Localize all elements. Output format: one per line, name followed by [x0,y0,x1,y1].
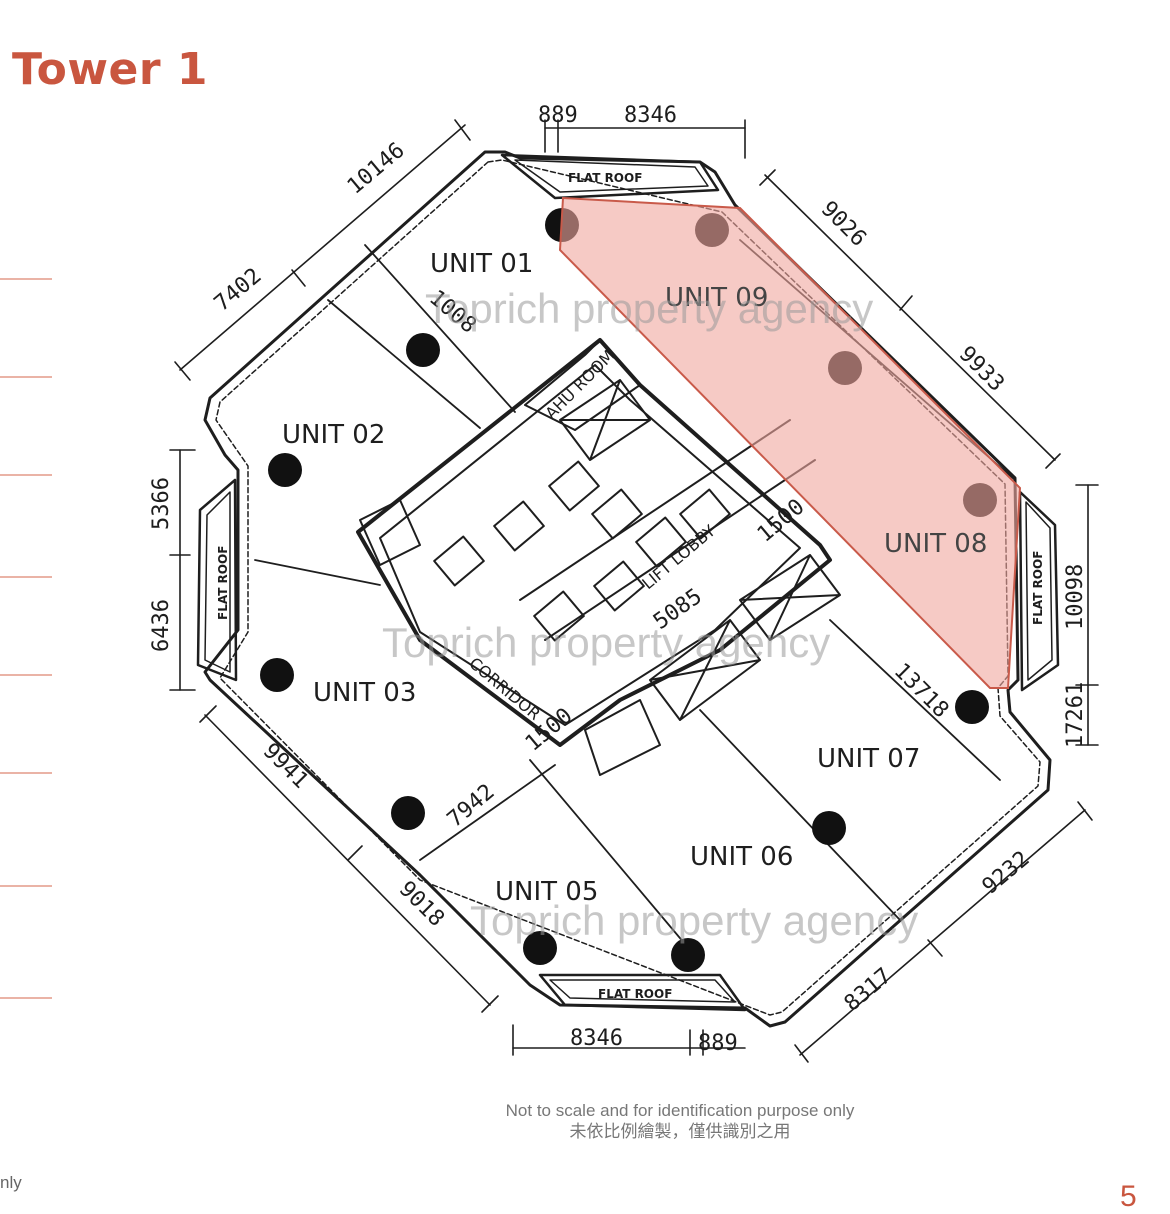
dimension-label: 1500 [753,494,810,547]
page-title: Tower 1 [12,44,209,95]
flat-roof-right [1018,490,1060,692]
dimension-label: 10146 [343,138,410,200]
dimension-label: 6436 [149,599,174,652]
side-divider [0,376,52,378]
core-label: LIFT LOBBY [638,521,719,593]
flat-roof-top [500,153,720,200]
side-divider [0,772,52,774]
dimension-label: 10098 [1063,564,1088,630]
unit-label: UNIT 03 [313,678,416,708]
flat-roof-label: FLAT ROOF [1031,551,1045,625]
side-divider [0,674,52,676]
side-divider [0,278,52,280]
watermark: Toprich property agency [470,897,918,944]
dimension-label: 17261 [1063,682,1088,748]
side-divider [0,576,52,578]
flat-roof-bottom [538,973,747,1012]
unit-label: UNIT 07 [817,744,920,774]
cropped-text: nly [0,1173,22,1192]
watermark: Toprich property agency [425,285,873,332]
dimension-label: 8317 [840,963,897,1016]
side-divider [0,885,52,887]
side-divider [0,997,52,999]
side-divider [0,474,52,476]
dimension-label: 7402 [210,263,267,316]
flat-roof-left [196,478,238,682]
flat-roof-label: FLAT ROOF [568,171,642,185]
unit-label: UNIT 05 [495,877,598,907]
dimension-label: 5366 [149,477,174,530]
watermark: Toprich property agency [382,619,830,666]
flat-roof-left-inner [204,491,231,673]
disclaimer: Not to scale and for identification purp… [450,1100,910,1142]
dimension-label: 9232 [978,846,1035,899]
highlighted-units-area [558,196,1022,689]
dimension-label: 8346 [624,103,677,128]
unit-label: UNIT 02 [282,420,385,450]
flat-roof-label: FLAT ROOF [216,546,230,620]
dimension-label: 889 [698,1031,738,1056]
dimension-label: 8346 [570,1026,623,1051]
page-number: 5 [1120,1180,1137,1213]
dimension-label: 9018 [394,877,449,932]
building-outline [203,150,1052,1028]
unit-label: UNIT 01 [430,249,533,279]
flat-roof-right-inner [1025,501,1053,681]
unit-label: UNIT 08 [884,529,987,559]
flat-roof-bottom-inner [549,979,736,1003]
dimension-lines [169,119,1099,1063]
central-core [356,338,841,776]
dimension-label: 13718 [889,659,954,724]
dimension-label: 9026 [816,197,871,252]
unit-label: UNIT 06 [690,842,793,872]
dimension-label: 889 [538,103,578,128]
flat-roof-top-inner [514,159,709,193]
disclaimer-chinese: 未依比例繪製，僅供識別之用 [569,1122,791,1141]
flat-roof-label: FLAT ROOF [598,987,672,1001]
unit-label: UNIT 09 [665,283,768,313]
disclaimer-english: Not to scale and for identification purp… [505,1101,855,1120]
